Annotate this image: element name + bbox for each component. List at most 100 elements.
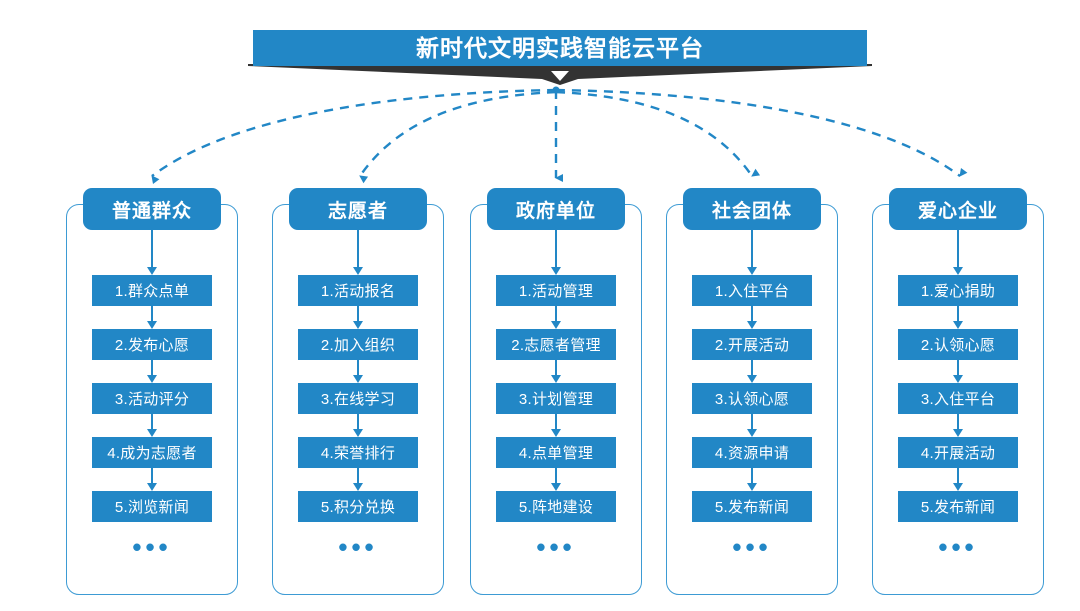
step-item[interactable]: 1.活动报名 [298,275,418,306]
step-item[interactable]: 3.认领心愿 [692,383,812,414]
more-items-ellipsis: ••• [132,532,172,562]
arrow-line [357,360,359,376]
arrow-line [357,468,359,484]
role-columns-group: 普通群众 1.群众点单 2.发布心愿 3.活动评分 4.成为志愿者 5.浏览新闻… [0,188,1080,603]
step-item[interactable]: 3.在线学习 [298,383,418,414]
flow-arrow [666,468,838,491]
column-header-1[interactable]: 普通群众 [83,188,221,230]
flow-arrow [272,468,444,491]
flow-arrow [272,414,444,437]
arrow-head-icon [147,375,157,383]
page-title: 新时代文明实践智能云平台 [416,34,704,61]
arrow-head-icon [353,483,363,491]
flow-arrow [666,230,838,275]
step-item[interactable]: 4.开展活动 [898,437,1018,468]
arrow-line [555,468,557,484]
arrow-line [357,414,359,430]
step-item[interactable]: 5.发布新闻 [898,491,1018,522]
step-item[interactable]: 2.加入组织 [298,329,418,360]
flow-arrow [470,360,642,383]
step-item[interactable]: 4.成为志愿者 [92,437,212,468]
flow-arrow [66,306,238,329]
arrow-line [555,306,557,322]
arrow-line [957,360,959,376]
flow-arrow [666,360,838,383]
column-steps-4: 1.入住平台 2.开展活动 3.认领心愿 4.资源申请 5.发布新闻 ••• [666,230,838,562]
step-item[interactable]: 1.活动管理 [496,275,616,306]
arrow-head-icon [551,375,561,383]
step-item[interactable]: 2.认领心愿 [898,329,1018,360]
arrow-line [957,230,959,268]
column-steps-5: 1.爱心捐助 2.认领心愿 3.入住平台 4.开展活动 5.发布新闻 ••• [872,230,1044,562]
step-item[interactable]: 2.志愿者管理 [496,329,616,360]
connector-to-column-2 [359,90,557,184]
arrow-head-icon [353,429,363,437]
step-item[interactable]: 1.爱心捐助 [898,275,1018,306]
arrow-line [555,414,557,430]
step-item[interactable]: 1.群众点单 [92,275,212,306]
step-item[interactable]: 3.活动评分 [92,383,212,414]
arrow-head-icon [551,483,561,491]
arrow-head-icon [747,375,757,383]
flow-arrow [666,306,838,329]
role-column-1: 普通群众 1.群众点单 2.发布心愿 3.活动评分 4.成为志愿者 5.浏览新闻… [66,188,238,596]
column-steps-1: 1.群众点单 2.发布心愿 3.活动评分 4.成为志愿者 5.浏览新闻 ••• [66,230,238,562]
arrow-line [957,468,959,484]
step-item[interactable]: 1.入住平台 [692,275,812,306]
step-item[interactable]: 4.荣誉排行 [298,437,418,468]
connector-to-column-4 [555,90,761,177]
arrow-line [151,414,153,430]
flow-arrow [66,230,238,275]
flow-arrow [272,306,444,329]
platform-title-banner: 新时代文明实践智能云平台 [253,30,867,66]
arrow-head-icon [747,321,757,329]
arrow-head-icon [147,483,157,491]
connector-to-column-5 [555,88,968,177]
arrow-head-icon [747,429,757,437]
step-item[interactable]: 2.发布心愿 [92,329,212,360]
role-column-5: 爱心企业 1.爱心捐助 2.认领心愿 3.入住平台 4.开展活动 5.发布新闻 … [872,188,1044,596]
arrow-line [957,414,959,430]
flow-arrow [272,230,444,275]
arrow-line [555,360,557,376]
step-item[interactable]: 2.开展活动 [692,329,812,360]
more-items-ellipsis: ••• [732,532,772,562]
column-steps-3: 1.活动管理 2.志愿者管理 3.计划管理 4.点单管理 5.阵地建设 ••• [470,230,642,560]
arrow-head-icon [353,321,363,329]
more-items-ellipsis: ••• [938,532,978,562]
arrow-head-icon [747,267,757,275]
step-item[interactable]: 4.资源申请 [692,437,812,468]
flow-arrow [872,414,1044,437]
flow-arrow [66,414,238,437]
flow-arrow [66,468,238,491]
arrow-line [357,230,359,268]
step-item[interactable]: 5.发布新闻 [692,491,812,522]
flow-arrow [872,468,1044,491]
flow-arrow [872,360,1044,383]
column-header-5[interactable]: 爱心企业 [889,188,1027,230]
step-item[interactable]: 5.浏览新闻 [92,491,212,522]
arrow-line [751,306,753,322]
arrow-head-icon [953,429,963,437]
connector-hub-node [552,86,560,94]
arrow-line [751,468,753,484]
flow-arrow [872,230,1044,275]
connector-to-column-1 [151,88,557,185]
step-item[interactable]: 5.积分兑换 [298,491,418,522]
arrow-head-icon [953,321,963,329]
step-item[interactable]: 5.阵地建设 [496,491,616,522]
arrow-head-icon [147,321,157,329]
arrow-head-icon [353,267,363,275]
step-item[interactable]: 3.计划管理 [496,383,616,414]
arrow-head-icon [747,483,757,491]
column-header-4[interactable]: 社会团体 [683,188,821,230]
role-column-4: 社会团体 1.入住平台 2.开展活动 3.认领心愿 4.资源申请 5.发布新闻 … [666,188,838,596]
column-header-2[interactable]: 志愿者 [289,188,427,230]
column-header-3[interactable]: 政府单位 [487,188,625,230]
step-item[interactable]: 4.点单管理 [496,437,616,468]
arrow-head-icon [551,321,561,329]
arrow-line [357,306,359,322]
step-item[interactable]: 3.入住平台 [898,383,1018,414]
arrow-head-icon [953,267,963,275]
arrow-head-icon [953,375,963,383]
